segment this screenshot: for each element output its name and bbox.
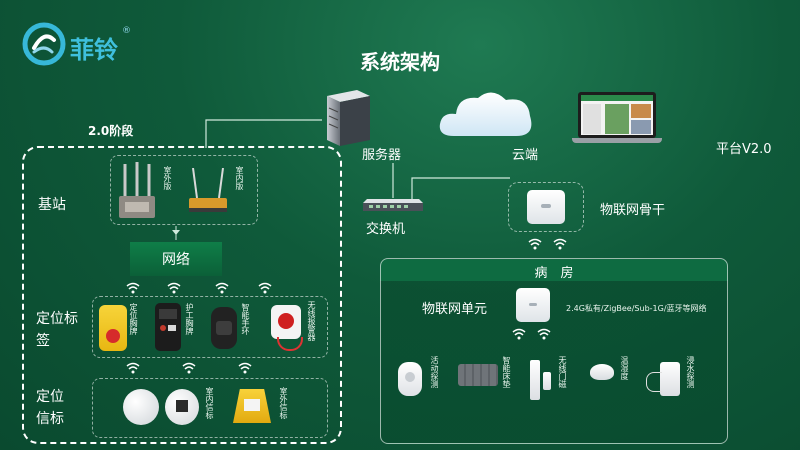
- wifi-signal-icon: [258, 282, 272, 294]
- outdoor-beacon-icon: [233, 389, 271, 423]
- beacons-label: 定位信标: [36, 389, 64, 427]
- platform-screenshot: [581, 95, 653, 135]
- humidity-sensor-icon: [590, 364, 614, 380]
- network-label: 网络: [162, 252, 190, 268]
- ward-network-note: 2.4G私有/ZigBee/Sub-1G/蓝牙等网络: [566, 304, 707, 313]
- motion-sensor-icon: [398, 362, 422, 396]
- caregiver-badge-icon: [155, 303, 181, 351]
- wifi-signal-icon: [528, 238, 542, 250]
- brand-registered-mark: ®: [122, 26, 131, 36]
- server-label: 服务器: [362, 148, 402, 163]
- logo: 菲铃 ®: [22, 22, 142, 66]
- brand-name: 菲铃: [70, 36, 118, 64]
- switch-icon: [363, 199, 423, 211]
- sensor-label: 智能床垫: [502, 356, 511, 388]
- beacon-label: 室内信标: [205, 387, 214, 419]
- outdoor-version-label: 室外版: [163, 166, 172, 190]
- sensor-label: 无线门磁: [558, 356, 567, 388]
- tag-label: 智能手环: [241, 303, 250, 335]
- water-leak-sensor-icon: [660, 362, 680, 396]
- sensor-label: 温湿度: [620, 356, 629, 380]
- cloud-icon: [439, 92, 532, 136]
- line-server-to-stage: [205, 119, 322, 148]
- outdoor-base-station-icon: [119, 162, 155, 218]
- beacon-label: 室外信标: [279, 387, 288, 419]
- tags-box: 定位胸牌 护工胸牌 智能手环 无线报警器: [92, 296, 328, 358]
- wifi-signal-icon: [167, 282, 181, 294]
- alarm-cable-icon: [277, 337, 303, 351]
- iot-unit-icon: [516, 288, 550, 322]
- wifi-signal-icon: [553, 238, 567, 250]
- laptop-base: [572, 138, 662, 143]
- wireless-alarm-icon: [271, 305, 301, 339]
- tags-label: 定位标签: [36, 311, 78, 349]
- iot-backbone-box: [508, 182, 584, 232]
- wifi-signal-icon: [126, 362, 140, 374]
- beacons-box: 室内信标 室外信标: [92, 378, 328, 438]
- round-beacon-icon: [123, 389, 159, 425]
- base-station-label: 基站: [38, 197, 66, 213]
- laptop-screen: [578, 92, 656, 138]
- base-station-box: 室外版 室内版: [110, 155, 258, 225]
- server-icon: [327, 90, 370, 146]
- indoor-beacon-icon: [165, 389, 199, 425]
- sensor-label: 浸水探测: [686, 356, 695, 388]
- smart-mattress-icon: [458, 364, 498, 386]
- tag-label: 护工胸牌: [185, 303, 194, 335]
- wifi-signal-icon: [126, 282, 140, 294]
- wifi-signal-icon: [238, 362, 252, 374]
- stage-label: 2.0阶段: [88, 124, 134, 138]
- ward-box: 病 房: [380, 258, 728, 444]
- door-magnet-icon: [543, 372, 551, 390]
- water-probe-cable-icon: [646, 372, 662, 392]
- sensor-label: 活动探测: [430, 356, 439, 388]
- arrow-down-icon: [172, 230, 180, 235]
- stage-box: [22, 146, 342, 444]
- wifi-signal-icon: [215, 282, 229, 294]
- brand-logo-icon: [22, 22, 66, 66]
- cloud-label: 云端: [512, 148, 539, 163]
- smart-wristband-icon: [211, 307, 237, 349]
- wifi-signal-icon: [182, 362, 196, 374]
- tag-label: 定位胸牌: [129, 303, 138, 335]
- tag-label: 无线报警器: [307, 301, 316, 341]
- iot-gateway-icon: [527, 190, 565, 224]
- indoor-version-label: 室内版: [235, 166, 244, 190]
- network-bar: 网络: [130, 242, 222, 276]
- platform-label: 平台V2.0: [716, 142, 772, 157]
- positioning-badge-icon: [99, 305, 127, 351]
- door-sensor-icon: [530, 360, 540, 400]
- laptop: [572, 92, 662, 147]
- iot-unit-label: 物联网单元: [422, 302, 488, 317]
- wifi-signal-icon: [537, 328, 551, 340]
- server: [322, 88, 372, 148]
- line-switch-to-backbone: [411, 177, 510, 202]
- switch-label: 交换机: [366, 222, 406, 237]
- ward-title: 病 房: [534, 266, 574, 281]
- indoor-base-station-icon: [189, 168, 227, 212]
- wifi-signal-icon: [512, 328, 526, 340]
- page-title: 系统架构: [360, 50, 440, 74]
- iot-backbone-label: 物联网骨干: [600, 203, 666, 218]
